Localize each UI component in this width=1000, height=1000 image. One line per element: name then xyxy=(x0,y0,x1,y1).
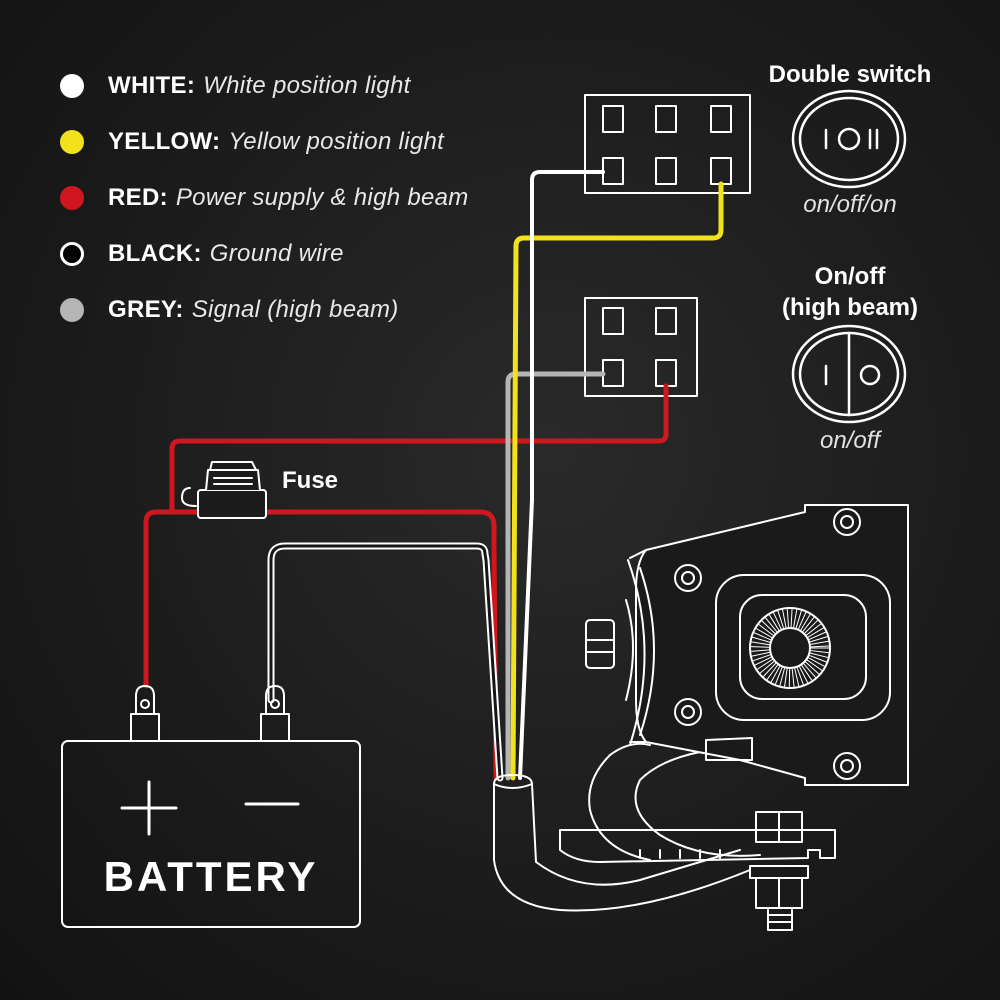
legend-description: Signal (high beam) xyxy=(191,296,399,323)
lens-ray xyxy=(773,612,782,630)
lens-ray xyxy=(808,631,827,640)
legend-key: GREY: xyxy=(108,296,184,323)
legend-key: BLACK: xyxy=(108,240,202,267)
lens-ray xyxy=(791,668,795,688)
lens-ray xyxy=(784,668,788,688)
legend-item: GREY: Signal (high beam) xyxy=(60,282,469,338)
cable-sheath xyxy=(493,742,761,912)
legend-key: YELLOW: xyxy=(108,128,221,155)
lens-ray xyxy=(766,664,779,681)
red-wire-switch xyxy=(169,383,669,515)
fuse-holder xyxy=(181,461,267,519)
lens-ray xyxy=(752,636,771,643)
lens-ray xyxy=(753,632,772,641)
black-wire-ground-core xyxy=(269,544,502,780)
lens-ray xyxy=(793,609,798,628)
lens-ray xyxy=(755,628,773,638)
legend-key: WHITE: xyxy=(108,72,196,99)
battery-label: BATTERY xyxy=(103,853,319,900)
lens-ray xyxy=(809,652,829,658)
lens-ray xyxy=(786,608,790,628)
lens-ray xyxy=(750,646,770,648)
lens-ray xyxy=(779,667,786,687)
lens-ray xyxy=(807,627,824,638)
lens-ray xyxy=(759,660,775,674)
onoff-switch-subtitle: (high beam) xyxy=(782,294,918,321)
yellow-wire xyxy=(510,181,724,781)
lens-ray xyxy=(790,608,793,628)
double-switch-title: Double switch xyxy=(768,61,932,88)
lens-ray xyxy=(809,655,827,663)
legend-description: Yellow position light xyxy=(228,128,445,155)
legend-description: Ground wire xyxy=(209,240,344,267)
lens-ray xyxy=(810,640,829,645)
lens-ray xyxy=(795,610,802,629)
lens-ray xyxy=(809,636,828,643)
fuse-label: Fuse xyxy=(282,467,339,494)
color-swatch-icon xyxy=(60,130,84,154)
color-swatch-icon xyxy=(60,298,84,322)
lens-ray xyxy=(751,651,770,657)
legend-item: WHITE: White position light xyxy=(60,58,469,114)
legend-description: Power supply & high beam xyxy=(175,184,469,211)
lens-ray xyxy=(800,614,811,631)
lens-ray xyxy=(808,657,825,667)
lens-ray xyxy=(750,641,770,646)
lens-ray xyxy=(752,654,771,662)
double-switch-icon xyxy=(791,89,907,189)
lens-ray xyxy=(768,614,780,631)
lens-ray xyxy=(750,649,770,652)
lens-ray xyxy=(782,609,787,628)
lens-rays xyxy=(750,608,830,688)
legend-description: White position light xyxy=(203,72,411,99)
lens-ray xyxy=(802,616,815,632)
red-wire-battery xyxy=(143,509,203,689)
onoff-switch-caption: on/off xyxy=(819,427,881,454)
battery-plus-symbol xyxy=(120,780,178,836)
color-swatch-icon xyxy=(60,74,84,98)
lens-ray xyxy=(810,645,830,648)
mounting-bracket xyxy=(559,811,836,931)
color-swatch-icon xyxy=(60,186,84,210)
battery xyxy=(61,685,361,928)
lens-ray xyxy=(799,666,809,684)
lens-ray xyxy=(798,611,807,630)
lens-ray xyxy=(806,623,822,636)
legend-item: YELLOW: Yellow position light xyxy=(60,114,469,170)
lens-ray xyxy=(770,665,781,683)
red-wire-supply xyxy=(263,509,499,781)
lens-ray xyxy=(810,650,830,654)
lens-ray xyxy=(806,659,823,671)
lens-ray xyxy=(796,667,804,686)
lens-ray xyxy=(803,663,817,678)
lens-ray xyxy=(801,664,813,681)
lens-ray xyxy=(761,620,776,634)
color-swatch-icon xyxy=(60,242,84,266)
legend-item: BLACK: Ground wire xyxy=(60,226,469,282)
lens-ray xyxy=(774,666,783,685)
white-wire xyxy=(518,170,605,780)
onoff-switch-title: On/off xyxy=(814,263,886,290)
lens-ray xyxy=(804,619,819,634)
double-switch-connector xyxy=(584,94,751,194)
lens-ray xyxy=(764,617,778,633)
black-wire-ground xyxy=(267,542,504,782)
onoff-switch-connector xyxy=(584,297,698,397)
lens-ray xyxy=(805,661,820,675)
lens-ray xyxy=(756,658,773,670)
legend-key: RED: xyxy=(108,184,168,211)
onoff-switch-icon xyxy=(791,324,907,424)
lens-ray xyxy=(762,662,777,678)
lens-ray xyxy=(794,667,800,687)
work-light xyxy=(585,504,909,786)
lens-ray xyxy=(777,610,785,629)
lens-ray xyxy=(754,656,772,666)
lens-ray xyxy=(758,624,774,636)
legend-item: RED: Power supply & high beam xyxy=(60,170,469,226)
double-switch-caption: on/off/on xyxy=(803,191,897,218)
